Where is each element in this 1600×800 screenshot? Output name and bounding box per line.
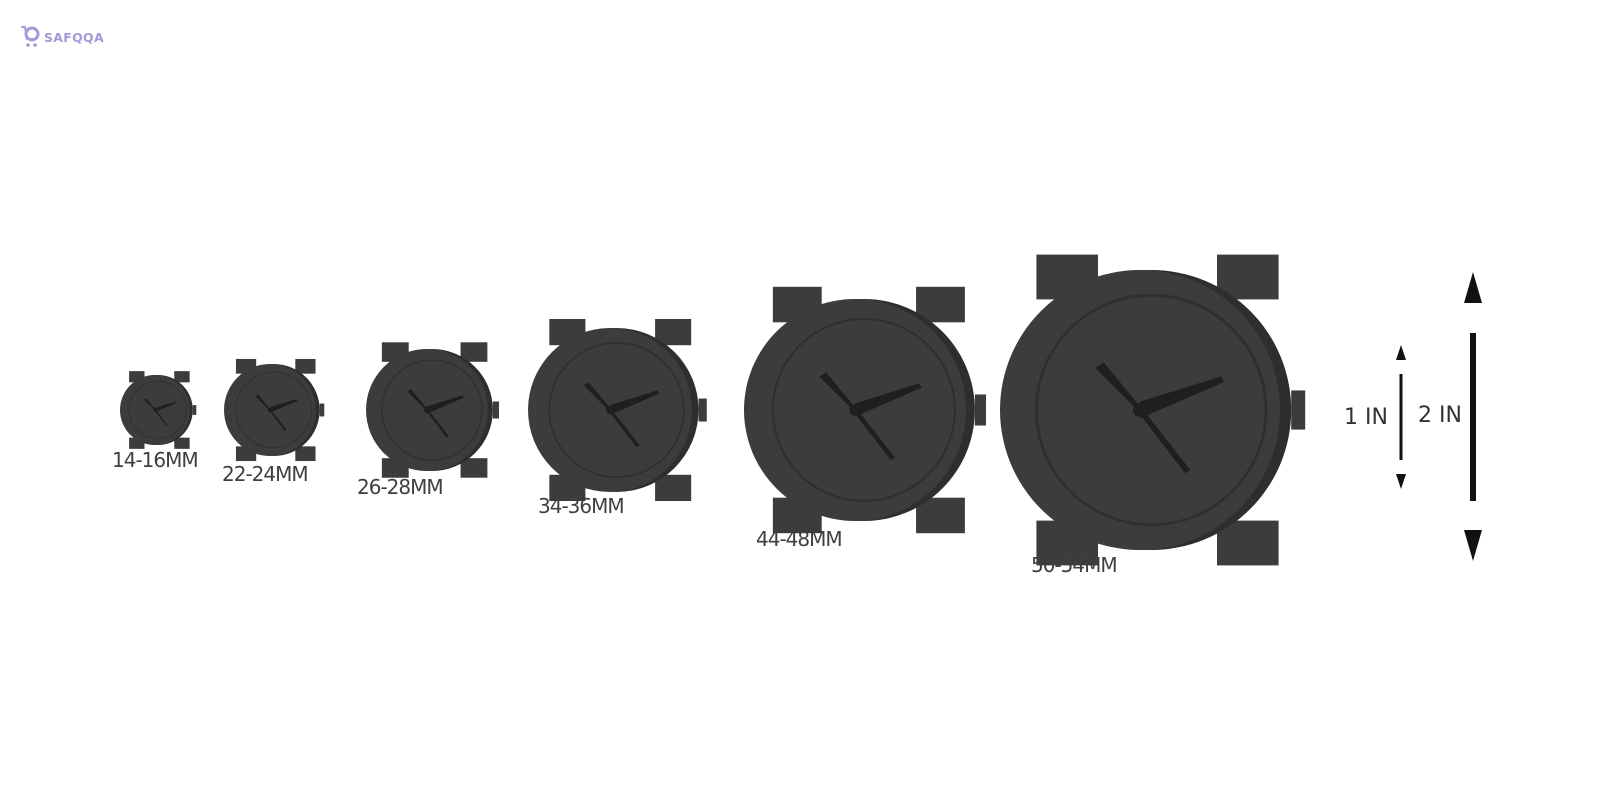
watch-lug — [295, 358, 316, 374]
watch-lug — [174, 371, 190, 383]
watch-minute-hand — [407, 389, 430, 412]
two-inch-arrow-up-icon — [1464, 272, 1482, 303]
watch-crown — [319, 403, 325, 417]
watch-center-pin — [849, 404, 861, 416]
watch-lug — [655, 318, 692, 346]
watch-minute-hand — [583, 382, 613, 412]
watch-dial-ring — [128, 380, 188, 440]
watch-50-54mm — [1000, 254, 1306, 566]
watch-hour-hand — [1140, 376, 1224, 419]
watch-26-28mm — [366, 342, 499, 478]
watch-second-hand — [154, 410, 168, 426]
two-inch-bar — [1470, 333, 1476, 501]
watch-second-hand — [608, 410, 640, 447]
brand-name: SAFQQA — [44, 29, 104, 45]
watch-minute-hand — [255, 394, 272, 411]
watch-second-hand — [852, 410, 895, 460]
watch-hour-hand — [270, 398, 298, 413]
two-inch-scale: 2 IN — [1418, 272, 1482, 561]
watch-lug — [174, 437, 190, 449]
two-inch-arrow-down-icon — [1464, 530, 1482, 561]
watch-crown — [974, 394, 986, 426]
watch-size-label: 44-48MM — [756, 527, 842, 551]
watch-size-label: 50-54MM — [1031, 553, 1117, 577]
watch-crown — [1291, 390, 1306, 430]
watch-lug — [129, 437, 145, 449]
watch-lug — [916, 286, 965, 323]
watch-44-48mm — [744, 286, 986, 534]
one-inch-arrow-up-icon — [1396, 345, 1406, 360]
watch-hour-hand — [427, 395, 464, 414]
watch-center-pin — [423, 406, 431, 414]
brand-logo: SAFQQA — [20, 22, 104, 52]
watch-size-label: 26-28MM — [357, 475, 443, 499]
watch-center-pin — [1133, 403, 1147, 417]
one-inch-scale: 1 IN — [1344, 345, 1406, 489]
watch-size-label: 34-36MM — [538, 494, 624, 518]
one-inch-arrow-down-icon — [1396, 474, 1406, 489]
watch-dial-ring — [381, 359, 483, 461]
one-inch-bar — [1399, 374, 1403, 460]
watch-second-hand — [1136, 410, 1191, 473]
watch-22-24mm — [224, 358, 325, 462]
watch-14-16mm — [120, 371, 197, 449]
watch-hour-hand — [155, 401, 176, 413]
watch-second-hand — [268, 410, 287, 431]
watch-lug — [655, 474, 692, 502]
two-inch-label: 2 IN — [1418, 403, 1462, 428]
watch-lug — [460, 342, 488, 362]
watch-lug — [129, 371, 145, 383]
watch-size-label: 22-24MM — [222, 462, 308, 486]
watch-34-36mm — [528, 318, 707, 502]
watch-second-hand — [425, 410, 449, 438]
watch-dial-ring — [1034, 293, 1268, 527]
watch-lug — [295, 446, 316, 462]
watch-lug — [460, 458, 488, 478]
watch-crown — [698, 398, 707, 422]
watch-minute-hand — [819, 372, 859, 412]
watch-crown — [492, 401, 499, 419]
one-inch-label: 1 IN — [1344, 405, 1388, 430]
watch-center-pin — [605, 405, 615, 415]
watch-lug — [916, 497, 965, 534]
watch-center-pin — [153, 408, 157, 412]
watch-size-label: 14-16MM — [112, 448, 198, 472]
watch-hour-hand — [610, 390, 660, 415]
watch-lug — [1217, 520, 1279, 566]
watch-dial-ring — [548, 341, 685, 479]
watch-crown — [192, 405, 197, 415]
watch-minute-hand — [1095, 362, 1146, 413]
watch-minute-hand — [143, 398, 157, 411]
watch-center-pin — [267, 407, 273, 413]
cart-logo-icon — [20, 23, 42, 51]
watch-dial-ring — [771, 317, 957, 503]
watch-hour-hand — [855, 383, 922, 417]
watch-lug — [1217, 254, 1279, 300]
watch-dial-ring — [235, 371, 312, 449]
